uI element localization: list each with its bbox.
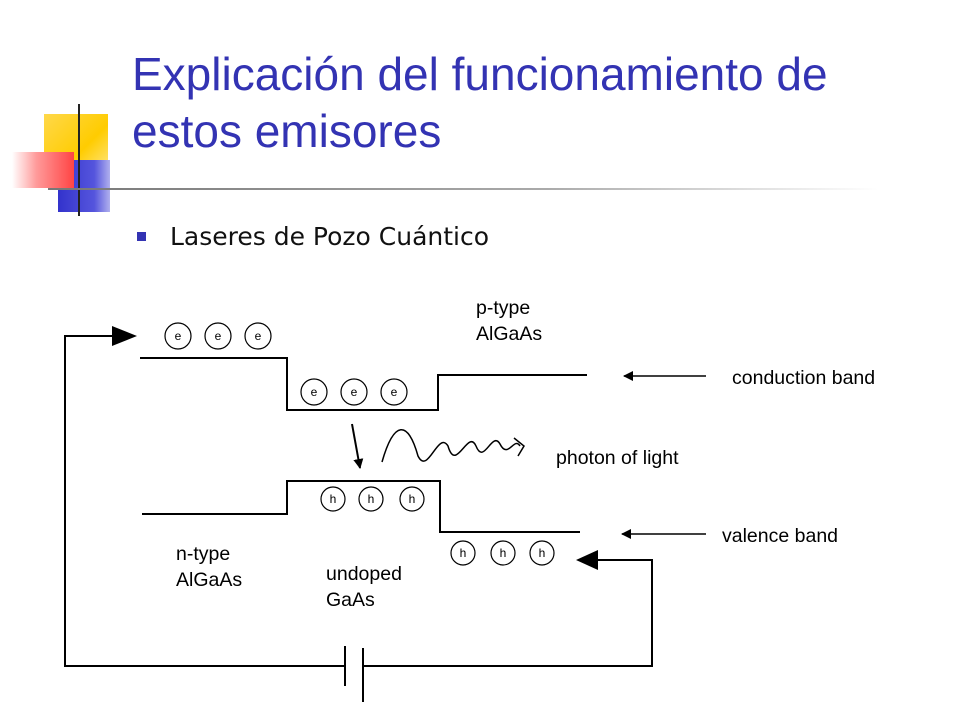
valence-band-line bbox=[142, 480, 580, 533]
svg-text:e: e bbox=[311, 385, 318, 399]
electron bbox=[300, 378, 328, 406]
electrons-top: e e e bbox=[164, 322, 272, 350]
svg-text:e: e bbox=[255, 329, 262, 343]
electron bbox=[244, 322, 272, 350]
hole bbox=[450, 540, 476, 566]
n-type-material-label: AlGaAs bbox=[176, 569, 242, 591]
n-type-label: n-type bbox=[176, 543, 230, 565]
external-circuit bbox=[64, 335, 653, 702]
hole bbox=[320, 486, 346, 512]
svg-text:h: h bbox=[460, 546, 467, 560]
electrons-well: e e e bbox=[300, 378, 408, 406]
p-type-material-label: AlGaAs bbox=[476, 323, 542, 345]
svg-text:e: e bbox=[351, 385, 358, 399]
svg-text:e: e bbox=[391, 385, 398, 399]
svg-text:h: h bbox=[368, 492, 375, 506]
hole bbox=[399, 486, 425, 512]
circuit-arrow-top bbox=[112, 326, 137, 346]
hole bbox=[358, 486, 384, 512]
photon-label: photon of light bbox=[556, 447, 679, 469]
undoped-label: undoped bbox=[326, 563, 402, 585]
hole bbox=[490, 540, 516, 566]
bullet-text: Laseres de Pozo Cuántico bbox=[170, 222, 490, 251]
electron bbox=[164, 322, 192, 350]
valence-band-label: valence band bbox=[722, 525, 838, 547]
p-type-label: p-type bbox=[476, 297, 530, 319]
slide-title: Explicación del funcionamiento de estos … bbox=[132, 48, 828, 157]
electron bbox=[380, 378, 408, 406]
conduction-band-label: conduction band bbox=[732, 367, 875, 389]
bullet-item: Laseres de Pozo Cuántico bbox=[137, 222, 489, 251]
svg-text:h: h bbox=[330, 492, 337, 506]
svg-text:h: h bbox=[500, 546, 507, 560]
hole bbox=[529, 540, 555, 566]
recombination-arrow bbox=[351, 423, 364, 469]
svg-text:h: h bbox=[409, 492, 416, 506]
photon-arrowhead bbox=[513, 437, 525, 457]
svg-text:h: h bbox=[539, 546, 546, 560]
svg-text:e: e bbox=[215, 329, 222, 343]
conduction-band-line bbox=[140, 357, 587, 411]
holes-right: h h h bbox=[450, 540, 555, 566]
deco-vertical-line bbox=[78, 104, 80, 216]
corner-decoration bbox=[0, 0, 140, 220]
holes-well: h h h bbox=[320, 486, 425, 512]
circuit-left-wire bbox=[64, 335, 345, 667]
svg-text:e: e bbox=[175, 329, 182, 343]
circuit-right-wire bbox=[363, 559, 653, 667]
undoped-material-label: GaAs bbox=[326, 589, 375, 611]
electron bbox=[204, 322, 232, 350]
electron bbox=[340, 378, 368, 406]
deco-red-bar bbox=[12, 152, 74, 188]
photon-wave bbox=[381, 429, 521, 463]
bullet-marker bbox=[137, 232, 146, 241]
title-underline bbox=[48, 188, 878, 190]
circuit-arrow-bottom bbox=[576, 550, 598, 570]
